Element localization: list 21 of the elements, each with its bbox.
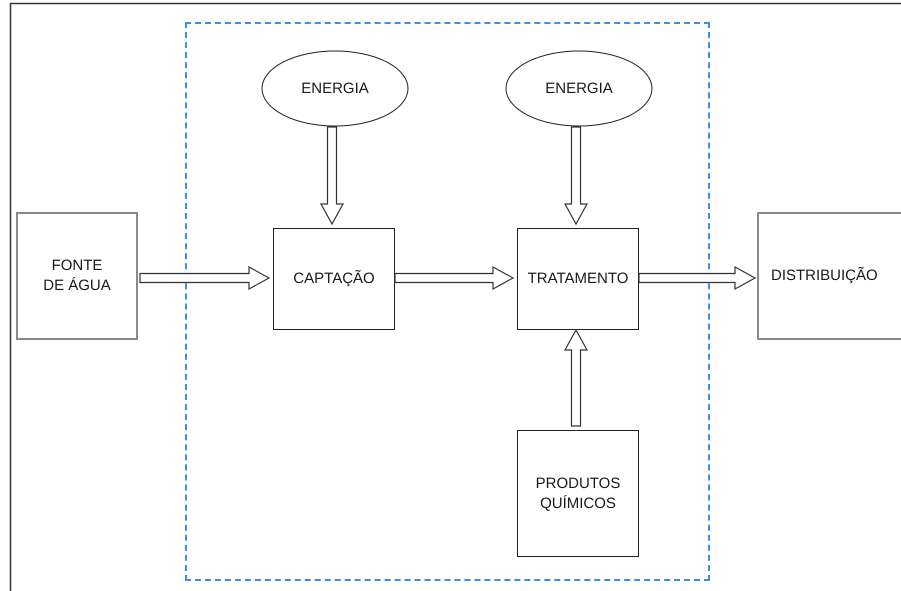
system-boundary [185,22,710,581]
node-label: FONTE DE ÁGUA [42,256,112,296]
node-label: PRODUTOS QUÍMICOS [534,474,622,514]
node-label: ENERGIA [301,78,369,98]
input-ellipse [261,50,409,127]
node-label: ENERGIA [545,78,613,98]
node-label: CAPTAÇÃO [293,269,375,289]
process-box [757,212,901,340]
block-arrow [320,126,344,226]
block-arrow [139,266,270,290]
input-ellipse [505,50,653,127]
process-box [517,228,639,330]
node-label: DISTRIBUIÇÃO [771,266,878,286]
block-arrow [564,328,588,427]
block-arrow [638,266,756,290]
block-arrow [564,126,588,226]
process-box [16,212,138,340]
process-box [273,228,395,330]
node-label: TRATAMENTO [528,269,628,289]
block-arrow [394,266,514,290]
process-box [517,430,639,557]
